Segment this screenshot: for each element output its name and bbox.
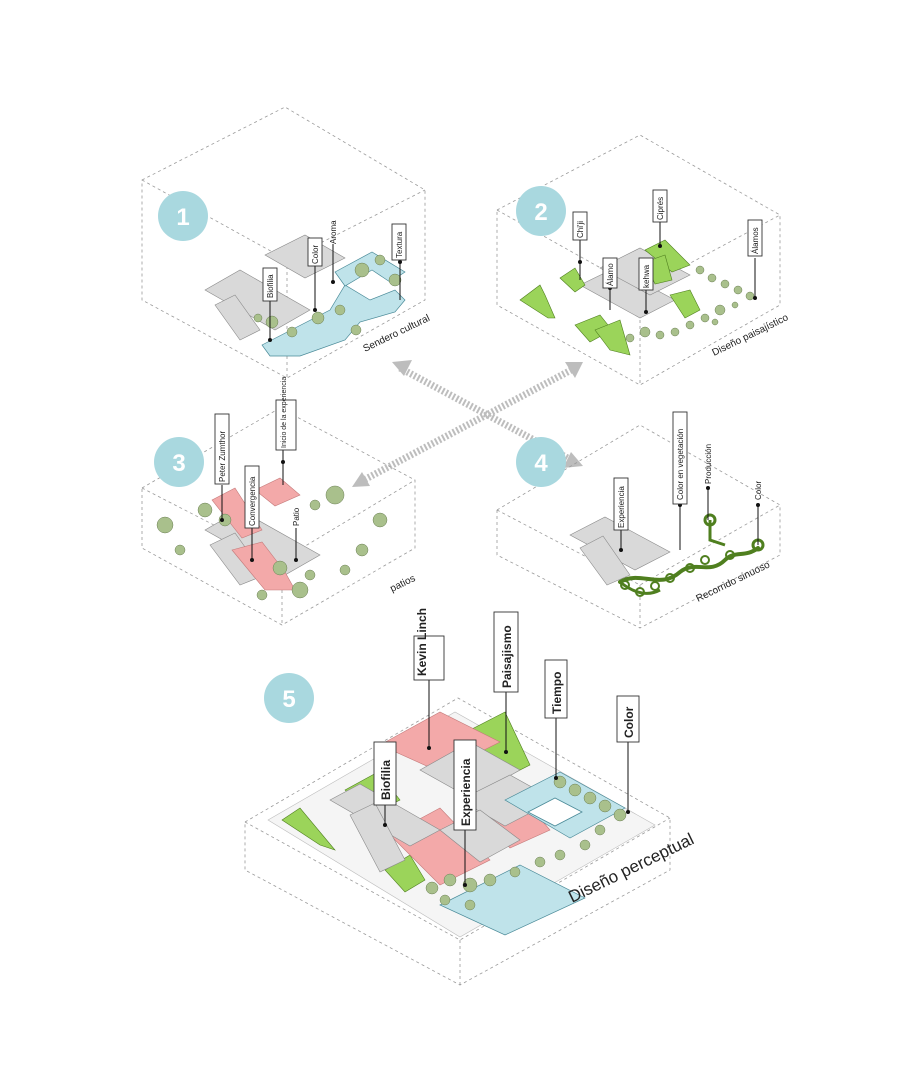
panel-1-label-aroma: Aroma <box>329 220 338 244</box>
panel-5-label-kevin-linch: Kevin Linch <box>415 608 429 676</box>
panel-5-badge <box>264 673 314 723</box>
arrow-head-1 <box>392 360 412 376</box>
panel-1-label-biofilia: Biofilia <box>266 274 275 298</box>
panel-5-label-paisajismo: Paisajismo <box>500 625 514 688</box>
panel-5-label-biofilia: Biofilia <box>379 760 393 800</box>
panel-3-number: 3 <box>172 450 185 477</box>
panel-3-badge <box>154 437 204 487</box>
arrow-head-2 <box>563 452 583 468</box>
panel-2-label-cipres: Ciprés <box>656 197 665 220</box>
panel-2-number: 2 <box>534 199 547 226</box>
panel-5-label-experiencia: Experiencia <box>459 758 473 826</box>
panel-2-label-alamos: Álamos <box>751 227 760 254</box>
panel-4-number: 4 <box>534 450 548 477</box>
panel-2-label-alamo: Álamo <box>606 263 615 286</box>
arrow-head-3 <box>565 362 583 378</box>
panel-4: 4 Experiencia Color en vegetación Produc… <box>496 411 781 629</box>
panel-2-label-kehwa: kehwa <box>642 264 651 288</box>
panel-2-label-chiji: Chi'ji <box>576 221 585 238</box>
panel-1-badge <box>158 191 208 241</box>
panel-1: 1 Biofilia Color Aroma Textura Sendero c… <box>141 106 432 379</box>
panel-1-label-color: Color <box>311 245 320 264</box>
panel-2: 2 Chi'ji Álamo Ciprés kehwa Álamos Diseñ… <box>496 134 791 386</box>
panel-3-label-convergencia: Convergencia <box>248 476 257 526</box>
panel-3-label-patio: Patio <box>292 507 301 526</box>
panel-4-label-color: Color <box>754 481 763 500</box>
panel-1-number: 1 <box>176 204 189 231</box>
panel-3: 3 Peter Zumthor Convergencia Inicio de l… <box>141 377 417 626</box>
panel-4-badge <box>516 437 566 487</box>
panel-1-caption: Sendero cultural <box>361 313 431 355</box>
panel-4-label-produccion: Producción <box>704 444 713 484</box>
panel-4-label-color-vegetacion: Color en vegetación <box>676 429 685 500</box>
panel-5: 5 Biofilia Kevin Linch Experiencia Paisa… <box>244 608 697 986</box>
panel-3-caption: patios <box>388 573 417 595</box>
panel-2-caption: Diseño paisajístico <box>710 312 790 359</box>
panel-5-label-tiempo: Tiempo <box>550 672 564 714</box>
panel-3-label-zumthor: Peter Zumthor <box>218 431 227 482</box>
panel-5-number: 5 <box>282 686 295 713</box>
panel-1-label-textura: Textura <box>395 231 404 258</box>
arrow-head-4 <box>352 472 370 487</box>
panel-2-badge <box>516 186 566 236</box>
panel-5-label-color: Color <box>622 706 636 738</box>
panel-4-label-experiencia: Experiencia <box>617 486 626 528</box>
panel-3-label-inicio: Inicio de la experiencia <box>281 377 288 448</box>
